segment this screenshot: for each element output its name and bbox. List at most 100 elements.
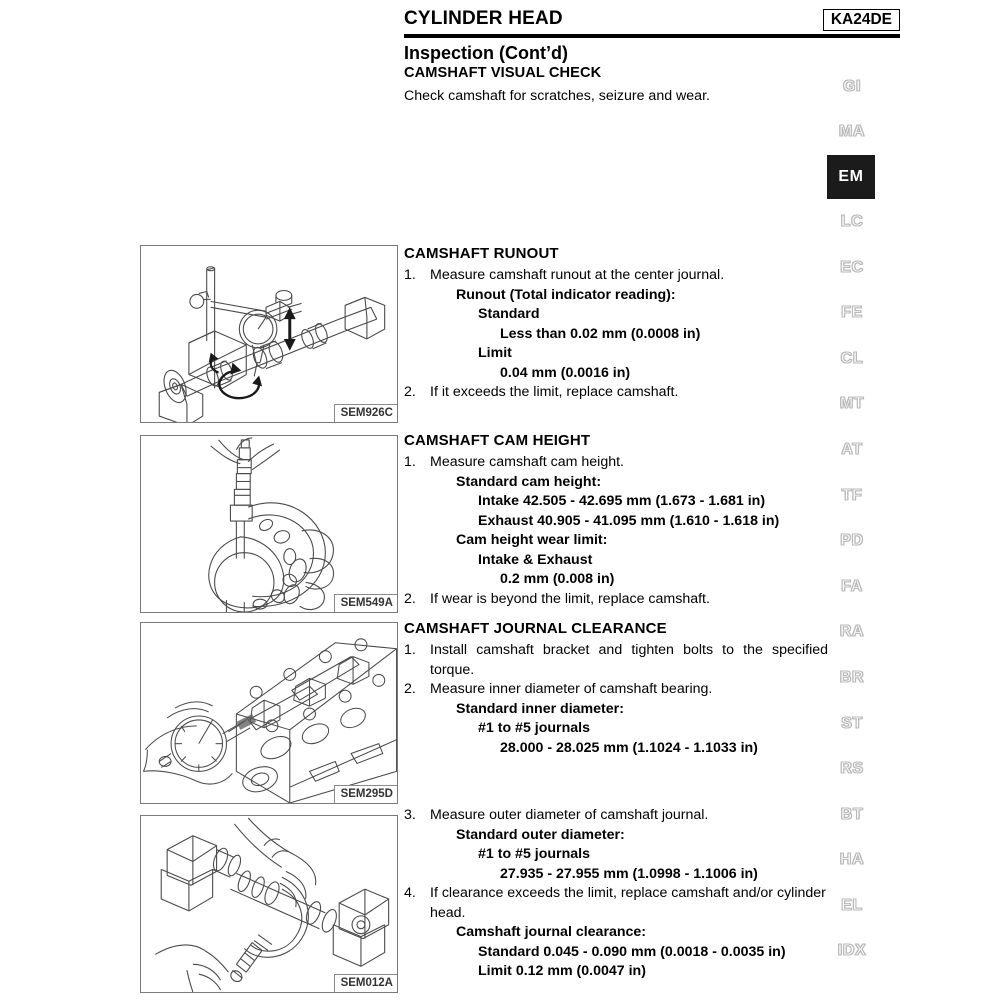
section-tab-st[interactable]: ST <box>824 701 880 747</box>
journal-step-1: 1. Install camshaft bracket and tighten … <box>404 641 828 680</box>
tab-label: BT <box>840 805 864 823</box>
section-tab-em[interactable]: EM <box>827 155 875 200</box>
step-number: 2. <box>404 681 416 697</box>
figure-camshaft-runout: SEM926C <box>140 245 398 423</box>
tab-label: MA <box>838 123 866 141</box>
outer-diameter-heading: Standard outer diameter: <box>456 826 625 843</box>
figure-journal-inner-diameter: SEM295D <box>140 622 398 804</box>
step-number: 2. <box>404 590 416 607</box>
runout-step-2: 2. If it exceeds the limit, replace cams… <box>404 383 828 403</box>
tab-label: IDX <box>837 942 867 960</box>
figure-1-lineart <box>158 266 386 422</box>
step-text: If it exceeds the limit, replace camshaf… <box>430 384 679 400</box>
page-subtitle: Inspection (Cont’d) <box>404 43 568 63</box>
figure-caption: SEM926C <box>333 404 397 422</box>
runout-standard-value: Less than 0.02 mm (0.0008 in) <box>500 325 701 342</box>
cam-height-spec-heading: Standard cam height: <box>456 473 602 490</box>
tab-label: RS <box>840 760 864 778</box>
tab-label: FA <box>841 577 863 595</box>
step-number: 4. <box>404 885 416 901</box>
visual-check-text: Check camshaft for scratches, seizure an… <box>404 88 710 104</box>
section-tab-ec[interactable]: EC <box>824 245 880 291</box>
tab-label: TF <box>841 486 863 504</box>
figure-caption: SEM295D <box>333 785 397 803</box>
section-tab-ma[interactable]: MA <box>824 110 880 156</box>
runout-limit-value: 0.04 mm (0.0016 in) <box>500 364 631 381</box>
outer-diameter-value: 27.935 - 27.955 mm (1.0998 - 1.1006 in) <box>500 865 758 882</box>
cam-height-wear-label: Intake & Exhaust <box>478 551 593 568</box>
step-number: 1. <box>404 454 416 470</box>
section-tab-cl[interactable]: CL <box>824 336 880 382</box>
step-number: 1. <box>404 642 416 658</box>
step-text: If wear is beyond the limit, replace cam… <box>430 590 710 607</box>
step-number: 3. <box>404 807 416 823</box>
page-title: CYLINDER HEAD <box>404 8 563 29</box>
tab-label: AT <box>841 440 863 458</box>
section-tab-pd[interactable]: PD <box>824 518 880 564</box>
section-tab-rs[interactable]: RS <box>824 746 880 792</box>
tab-label: PD <box>840 532 864 550</box>
journal-step-2: 2. Measure inner diameter of camshaft be… <box>404 680 828 700</box>
block-camshaft-runout: CAMSHAFT RUNOUT 1. Measure camshaft runo… <box>404 244 828 403</box>
section-tab-ra[interactable]: RA <box>824 610 880 656</box>
figure-journal-outer-diameter: SEM012A <box>140 815 398 993</box>
section-tab-br[interactable]: BR <box>824 655 880 701</box>
cam-height-step-2: 2. If wear is beyond the limit, replace … <box>404 590 828 610</box>
step-text: Measure inner diameter of camshaft beari… <box>430 681 713 697</box>
rotation-arrow-icon <box>218 369 260 400</box>
journal-clearance-heading: CAMSHAFT JOURNAL CLEARANCE <box>404 620 667 637</box>
section-tab-tf[interactable]: TF <box>824 473 880 519</box>
tab-label: LC <box>840 212 864 230</box>
tab-label: EC <box>840 258 864 276</box>
outer-diameter-journals: #1 to #5 journals <box>478 846 590 862</box>
figure-caption: SEM012A <box>333 974 397 992</box>
runout-spec-heading: Runout (Total indicator reading): <box>456 286 676 303</box>
section-tab-fe[interactable]: FE <box>824 290 880 336</box>
section-tab-bt[interactable]: BT <box>824 792 880 838</box>
figure-cam-height: SEM549A <box>140 435 398 613</box>
block-camshaft-cam-height: CAMSHAFT CAM HEIGHT 1. Measure camshaft … <box>404 431 828 609</box>
step-number: 2. <box>404 384 416 400</box>
figure-2-lineart <box>208 437 335 612</box>
step-text: Measure camshaft cam height. <box>430 454 624 470</box>
runout-limit-label: Limit <box>478 345 512 361</box>
section-tab-lc[interactable]: LC <box>824 199 880 245</box>
tab-label: HA <box>839 851 865 869</box>
step-text: Measure camshaft runout at the center jo… <box>430 267 725 283</box>
section-tab-ha[interactable]: HA <box>824 838 880 884</box>
section-tab-fa[interactable]: FA <box>824 564 880 610</box>
step-text: If clearance exceeds the limit, replace … <box>430 885 826 921</box>
clearance-heading: Camshaft journal clearance: <box>456 924 647 940</box>
header-divider <box>404 34 900 38</box>
clearance-limit: Limit 0.12 mm (0.0047 in) <box>478 963 646 979</box>
clearance-standard: Standard 0.045 - 0.090 mm (0.0018 - 0.00… <box>478 943 786 960</box>
section-tab-idx[interactable]: IDX <box>824 929 880 975</box>
tab-label: EM <box>838 168 864 186</box>
runout-standard-label: Standard <box>478 306 540 322</box>
section-tab-mt[interactable]: MT <box>824 382 880 428</box>
section-tab-rail: GI MA EM LC EC FE CL MT AT TF PD FA RA B… <box>824 64 880 974</box>
section-tab-at[interactable]: AT <box>824 427 880 473</box>
section-tab-el[interactable]: EL <box>824 883 880 929</box>
inner-diameter-heading: Standard inner diameter: <box>456 700 624 717</box>
tab-label: FE <box>841 304 863 322</box>
tab-label: EL <box>841 896 863 914</box>
block-journal-clearance: CAMSHAFT JOURNAL CLEARANCE 1. Install ca… <box>404 619 828 758</box>
cam-height-heading: CAMSHAFT CAM HEIGHT <box>404 432 591 449</box>
block-journal-clearance-continued: 3. Measure outer diameter of camshaft jo… <box>404 806 828 982</box>
tab-label: GI <box>842 77 862 95</box>
vertical-arrow-icon <box>283 307 296 351</box>
figure-3-lineart <box>142 638 397 803</box>
engine-code-badge: KA24DE <box>822 9 900 31</box>
page-header: CYLINDER HEAD KA24DE Inspection (Cont’d)… <box>404 8 900 106</box>
cam-height-intake: Intake 42.505 - 42.695 mm (1.673 - 1.681… <box>478 493 766 509</box>
journal-step-4: 4. If clearance exceeds the limit, repla… <box>404 884 828 923</box>
figure-caption: SEM549A <box>333 594 397 612</box>
cam-height-exhaust: Exhaust 40.905 - 41.095 mm (1.610 - 1.61… <box>478 512 780 529</box>
header-title-row: CYLINDER HEAD KA24DE <box>404 8 900 31</box>
inner-diameter-value: 28.000 - 28.025 mm (1.1024 - 1.1033 in) <box>500 739 758 756</box>
journal-step-3: 3. Measure outer diameter of camshaft jo… <box>404 806 828 826</box>
runout-heading: CAMSHAFT RUNOUT <box>404 245 559 262</box>
section-tab-gi[interactable]: GI <box>824 64 880 110</box>
